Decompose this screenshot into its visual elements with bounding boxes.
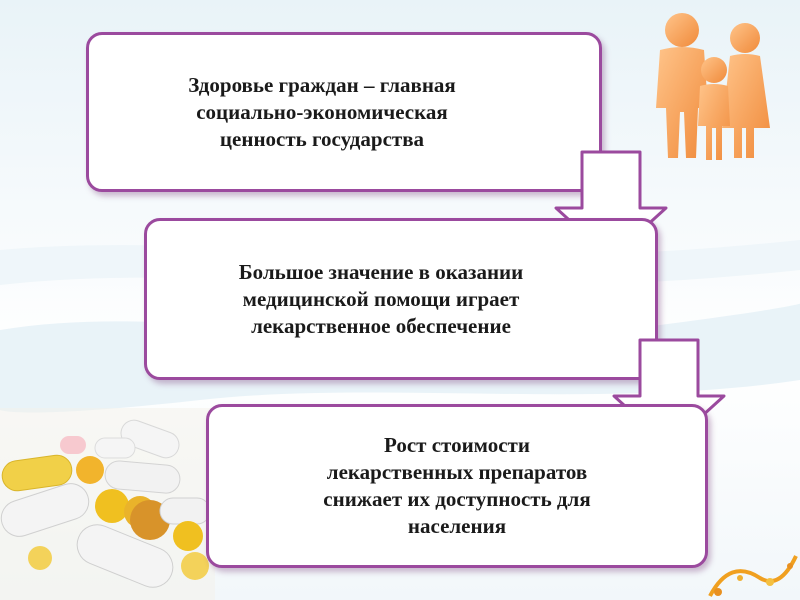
family-icon	[656, 13, 770, 160]
statement-text-cost: Рост стоимости лекарственных препаратов …	[323, 433, 591, 538]
decorative-swirl	[708, 555, 798, 597]
pills-image	[0, 408, 215, 600]
statement-text-health: Здоровье граждан – главная социально-эко…	[188, 72, 456, 151]
statement-box-health: Здоровье граждан – главная социально-эко…	[86, 32, 602, 192]
statement-box-medicine: Большое значение в оказании медицинской …	[144, 218, 658, 380]
statement-box-cost: Рост стоимости лекарственных препаратов …	[206, 404, 708, 568]
statement-text-medicine: Большое значение в оказании медицинской …	[238, 259, 524, 338]
